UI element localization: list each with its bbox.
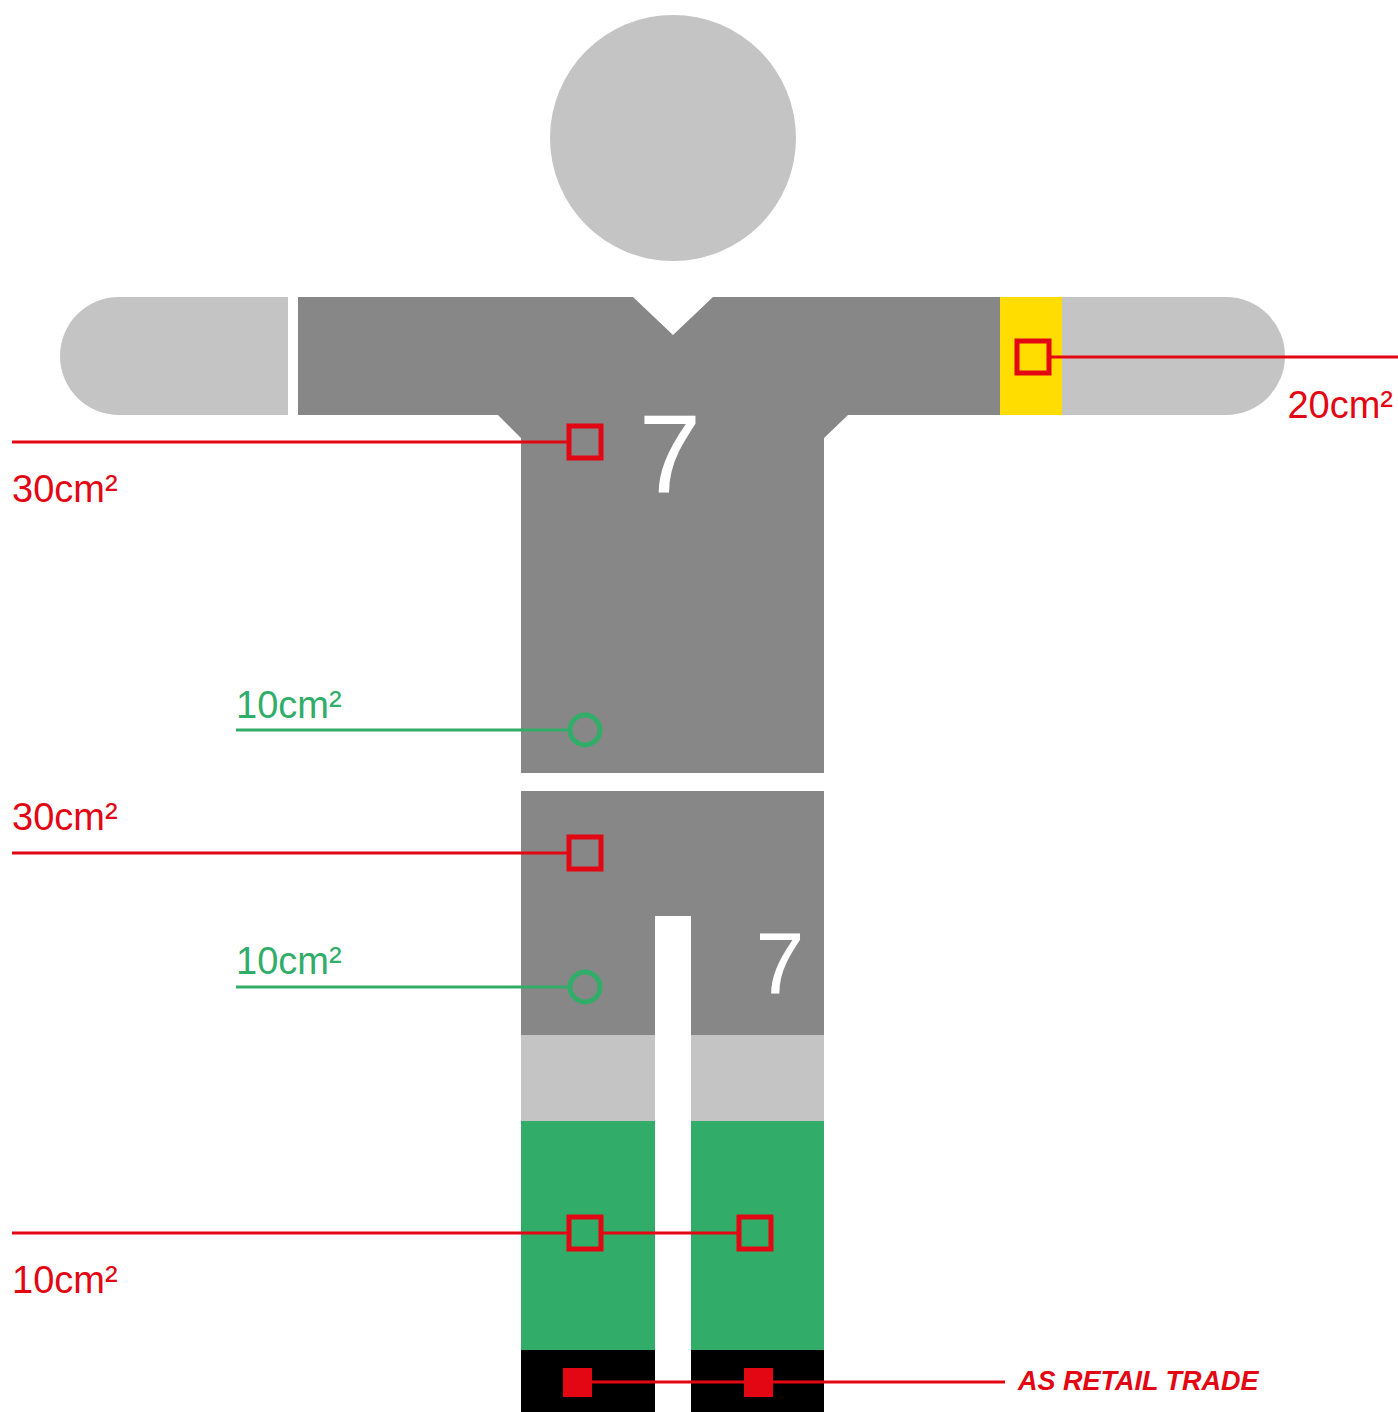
leader-line	[236, 986, 570, 989]
shorts	[521, 791, 824, 1035]
logo-area-circle	[570, 715, 600, 745]
shirt-number: 7	[639, 398, 701, 510]
leader-line	[12, 852, 569, 855]
retail-note: AS RETAIL TRADE	[1018, 1368, 1259, 1395]
area-size: 30cm²	[12, 798, 118, 836]
jersey	[298, 297, 1000, 773]
area-size: 20cm²	[1287, 386, 1393, 424]
leader-line	[1049, 356, 1398, 359]
shorts-gap	[655, 916, 691, 1035]
logo-area-square	[569, 426, 601, 458]
retail-logo-mark	[563, 1368, 592, 1397]
player-head	[550, 15, 796, 261]
area-size: 30cm²	[12, 470, 118, 508]
sock	[691, 1121, 824, 1350]
leader-line	[12, 1232, 569, 1235]
leader-line	[236, 729, 570, 732]
area-size: 10cm²	[12, 1261, 118, 1299]
logo-area-square	[569, 1217, 601, 1249]
leader-line	[591, 1381, 1005, 1384]
sock	[521, 1121, 655, 1350]
logo-area-square	[739, 1217, 771, 1249]
area-size: 10cm²	[236, 686, 342, 724]
retail-logo-mark	[744, 1368, 773, 1397]
sock-top	[521, 1035, 655, 1121]
logo-area-square	[1017, 341, 1049, 373]
leader-line	[601, 1232, 739, 1235]
logo-area-square	[569, 837, 601, 869]
logo-area-circle	[570, 972, 600, 1002]
leader-line	[12, 441, 569, 444]
area-size: 10cm²	[236, 942, 342, 980]
sock-top	[691, 1035, 824, 1121]
left-arm	[60, 297, 288, 415]
shorts-number: 7	[756, 920, 805, 1008]
